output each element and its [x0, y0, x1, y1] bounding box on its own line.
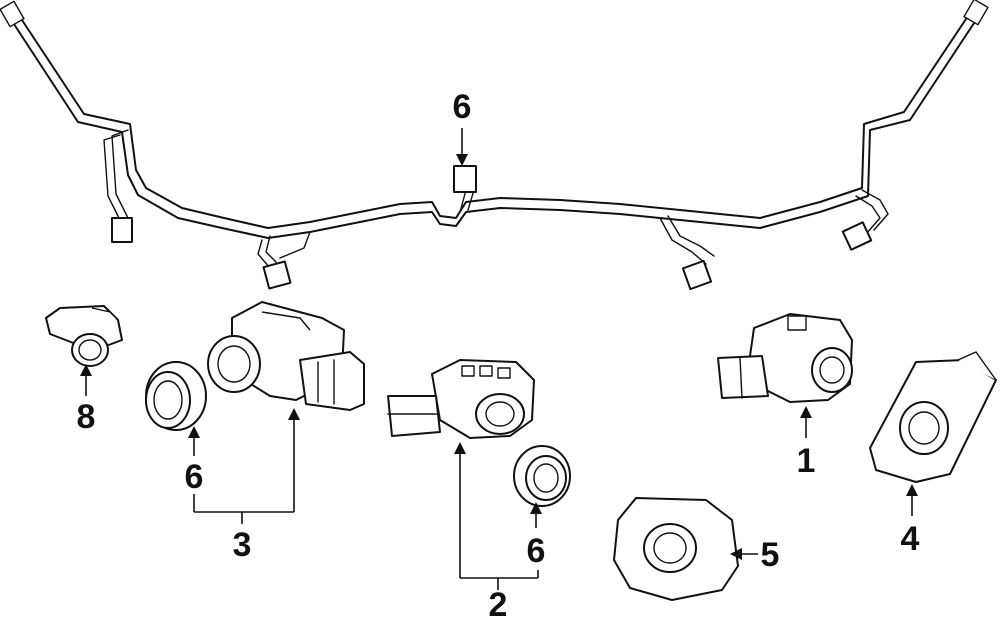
harness-connector — [453, 165, 477, 193]
harness-connector — [262, 260, 292, 290]
part-3-sensor — [207, 301, 365, 411]
wiring-harness — [0, 0, 989, 291]
leader-lines — [80, 128, 918, 590]
callout-8: 8 — [77, 398, 96, 436]
callout-3: 3 — [233, 526, 252, 564]
part-6-ring-right — [513, 445, 571, 507]
part-6-ring-left — [145, 361, 207, 431]
part-5-retainer — [613, 497, 739, 601]
harness-connector — [681, 259, 713, 291]
part-4-bracket — [869, 351, 997, 483]
part-2-sensor — [387, 359, 535, 439]
callout-5: 5 — [761, 536, 780, 574]
part-8-sensor — [45, 305, 123, 367]
harness-connector — [841, 221, 873, 251]
callout-1: 1 — [797, 442, 816, 480]
callout-6-left: 6 — [185, 458, 204, 496]
part-1-sensor — [717, 313, 853, 403]
callout-7: 6 — [453, 88, 472, 126]
callout-6-right: 6 — [527, 532, 546, 570]
callout-4: 4 — [901, 520, 920, 558]
callout-2: 2 — [489, 586, 508, 620]
harness-connector — [111, 217, 133, 243]
